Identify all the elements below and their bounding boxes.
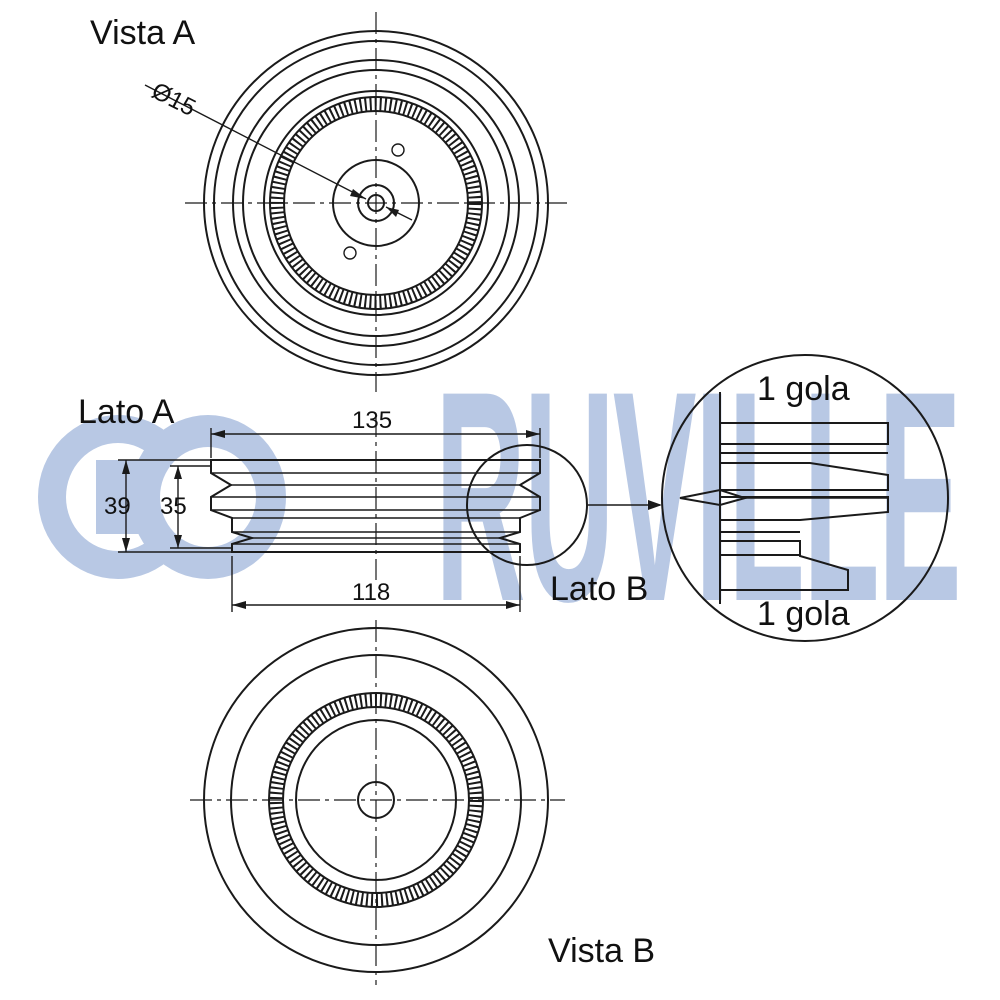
width-118-label: 118	[352, 579, 390, 606]
vista-a-label: Vista A	[90, 14, 196, 52]
lato-b-label: Lato B	[550, 570, 648, 608]
vista-b-view	[190, 620, 565, 985]
top-groove-label: 1 gola	[757, 370, 850, 408]
pulley-profile	[210, 459, 541, 553]
lato-a-view: Lato A 135 39 35	[78, 393, 662, 612]
bore-diameter-label: Ø15	[147, 77, 200, 122]
groove-detail-view: 1 gola 1 gola	[661, 354, 949, 642]
bottom-groove-label: 1 gola	[757, 595, 850, 633]
lato-a-label: Lato A	[78, 393, 175, 431]
vista-a-view: Ø15	[144, 12, 570, 392]
width-135-label: 135	[352, 407, 392, 434]
height-39-label: 39	[104, 493, 131, 520]
vista-b-label: Vista B	[548, 932, 655, 970]
ruville-logo-mark	[38, 415, 286, 579]
height-35-label: 35	[160, 493, 187, 520]
